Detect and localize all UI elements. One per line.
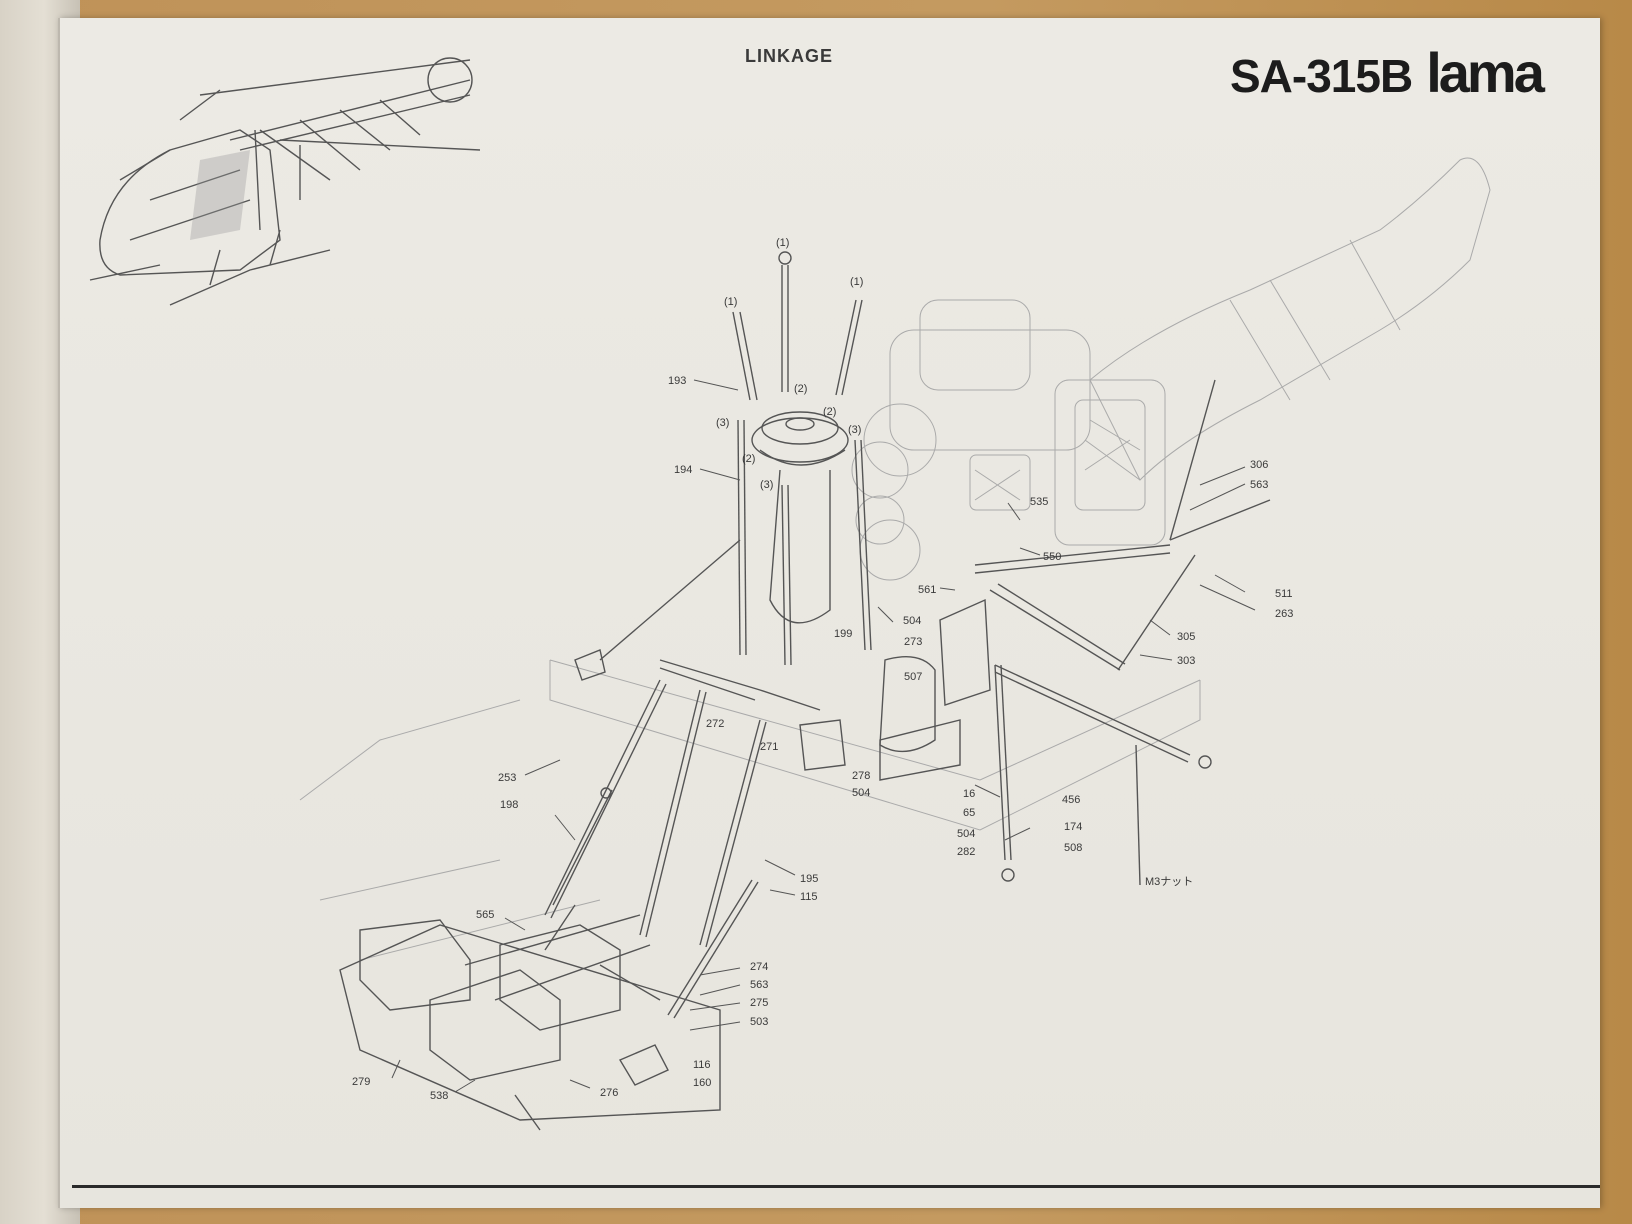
part-label-263: 263 bbox=[1275, 608, 1293, 620]
part-label-194: 194 bbox=[674, 464, 692, 476]
part-label-3b: (3) bbox=[848, 424, 861, 436]
part-label-305: 305 bbox=[1177, 631, 1195, 643]
part-label-271: 271 bbox=[760, 741, 778, 753]
part-label-303: 303 bbox=[1177, 655, 1195, 667]
part-label-3a: (3) bbox=[716, 417, 729, 429]
swashplate-assembly bbox=[544, 251, 1271, 1019]
part-label-276: 276 bbox=[600, 1087, 618, 1099]
part-label-m3-nut: M3ナット bbox=[1145, 875, 1193, 888]
part-label-1a: (1) bbox=[776, 237, 789, 249]
model-code: SA-315B bbox=[1230, 50, 1413, 102]
part-label-563b: 563 bbox=[750, 979, 768, 991]
part-label-195: 195 bbox=[800, 873, 818, 885]
part-callouts: (1) (1) (1) 193 (2) (2) (2) (3) (3) (3) … bbox=[352, 237, 1293, 1102]
part-label-507: 507 bbox=[904, 671, 922, 683]
part-label-565: 565 bbox=[476, 909, 494, 921]
part-label-550: 550 bbox=[1043, 551, 1061, 563]
part-label-253: 253 bbox=[498, 772, 516, 784]
part-label-199: 199 bbox=[834, 628, 852, 640]
part-label-511: 511 bbox=[1275, 588, 1293, 600]
part-label-198: 198 bbox=[500, 799, 518, 811]
part-label-65: 65 bbox=[963, 807, 975, 819]
part-label-503: 503 bbox=[750, 1016, 768, 1028]
part-label-272: 272 bbox=[706, 718, 724, 730]
part-label-278: 278 bbox=[852, 770, 870, 782]
part-label-306: 306 bbox=[1250, 459, 1268, 471]
part-label-274: 274 bbox=[750, 961, 768, 973]
part-label-504b: 504 bbox=[852, 787, 870, 799]
part-label-1c: (1) bbox=[850, 276, 863, 288]
part-label-561: 561 bbox=[918, 584, 936, 596]
part-label-504a: 504 bbox=[903, 615, 921, 627]
part-label-174: 174 bbox=[1064, 821, 1082, 833]
part-label-275: 275 bbox=[750, 997, 768, 1009]
model-brand-logo: lama bbox=[1426, 41, 1545, 104]
part-label-535: 535 bbox=[1030, 496, 1048, 508]
part-label-193: 193 bbox=[668, 375, 686, 387]
part-label-1b: (1) bbox=[724, 296, 737, 308]
manual-page bbox=[58, 18, 1600, 1208]
callout-leader-lines bbox=[391, 379, 1256, 1093]
part-label-504c: 504 bbox=[957, 828, 975, 840]
part-label-456: 456 bbox=[1062, 794, 1080, 806]
part-label-115: 115 bbox=[800, 891, 818, 903]
helicopter-thumbnail-icon bbox=[89, 57, 481, 306]
part-label-2a: (2) bbox=[794, 383, 807, 395]
page-bottom-rule bbox=[72, 1185, 1600, 1188]
page-title: LINKAGE bbox=[745, 46, 833, 66]
part-label-116: 116 bbox=[693, 1059, 711, 1071]
part-label-282: 282 bbox=[957, 846, 975, 858]
engine-assembly-drawing bbox=[299, 157, 1491, 961]
part-label-16: 16 bbox=[963, 788, 975, 800]
part-label-563a: 563 bbox=[1250, 479, 1268, 491]
part-label-279: 279 bbox=[352, 1076, 370, 1088]
part-label-160: 160 bbox=[693, 1077, 711, 1089]
part-label-3c: (3) bbox=[760, 479, 773, 491]
part-label-273: 273 bbox=[904, 636, 922, 648]
part-label-538: 538 bbox=[430, 1090, 448, 1102]
part-label-2b: (2) bbox=[823, 406, 836, 418]
part-label-508: 508 bbox=[1064, 842, 1082, 854]
servo-tray bbox=[339, 904, 721, 1131]
part-label-2c: (2) bbox=[742, 453, 755, 465]
